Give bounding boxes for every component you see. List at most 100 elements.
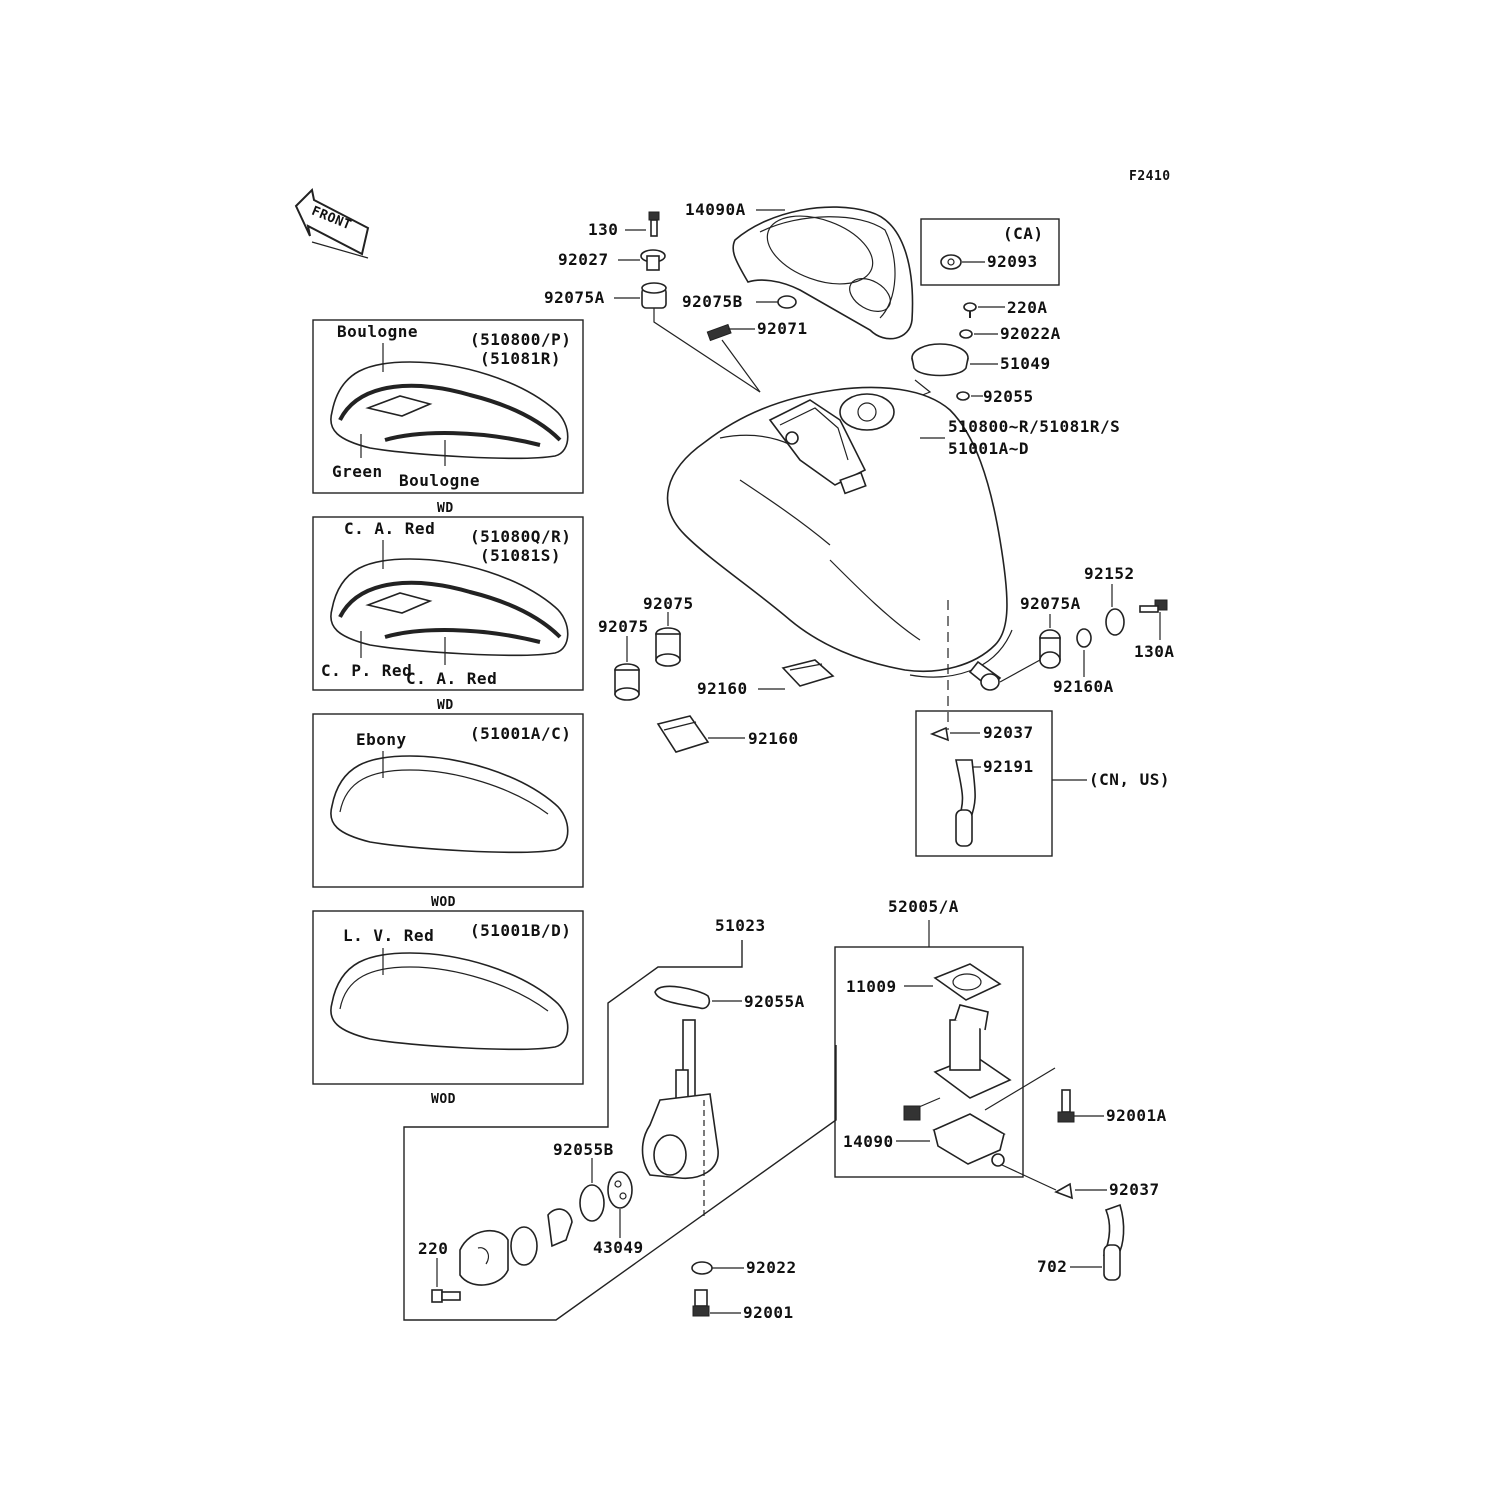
callout-11009: 11009 (846, 977, 897, 996)
seal-ring-icon (510, 1226, 538, 1266)
variant-2-codes-1: (51080Q/R) (470, 527, 571, 546)
cn-us-region-note: (CN, US) (1089, 770, 1170, 789)
callout-92093: 92093 (987, 252, 1038, 271)
variant-1-top-color: Boulogne (337, 322, 418, 341)
callout-92160-b: 92160 (748, 729, 799, 748)
gasket-92055A-icon (654, 985, 711, 1010)
callout-92075A-top: 92075A (544, 288, 605, 307)
callout-92001A: 92001A (1106, 1106, 1167, 1125)
callout-92037-top: 92037 (983, 723, 1034, 742)
screw-220-icon (431, 1289, 461, 1303)
pad-92160-a-icon (781, 659, 835, 687)
callout-702: 702 (1037, 1257, 1067, 1276)
washer-92022A-icon (959, 329, 973, 339)
variant-4-top-color: L. V. Red (343, 926, 434, 945)
callout-43049: 43049 (593, 1238, 644, 1257)
variant-panel-4: (51001B/D) L. V. Red (312, 910, 584, 1085)
bolt-130-icon (648, 211, 660, 237)
callout-220A: 220A (1007, 298, 1048, 317)
callout-tank-code-1: 510800~R/51081R/S (948, 417, 1120, 436)
callout-92075-a: 92075 (598, 617, 649, 636)
callout-92075B: 92075B (682, 292, 743, 311)
tank-cover-14090A-icon (732, 206, 914, 340)
variant-3-top-color: Ebony (356, 730, 407, 749)
callout-92055: 92055 (983, 387, 1034, 406)
bolt-130A-icon (1139, 599, 1168, 613)
variant-4-type: WOD (431, 1092, 456, 1107)
clip-92037-bottom-icon (1054, 1182, 1073, 1200)
callout-92191: 92191 (983, 757, 1034, 776)
variant-2-type: WD (437, 698, 454, 713)
fuel-tank-icon (666, 386, 1013, 730)
variant-2-top-color: C. A. Red (344, 519, 435, 538)
ca-region-box (920, 218, 1060, 286)
pump-body-icon (903, 1004, 1012, 1121)
variant-2-bottom-color: C. A. Red (406, 669, 497, 688)
callout-92075-b: 92075 (643, 594, 694, 613)
collar-92160A-icon (1076, 628, 1092, 648)
hose-92191-icon (955, 759, 976, 847)
oring-92055B-icon (579, 1184, 605, 1222)
callout-51049: 51049 (1000, 354, 1051, 373)
callout-tank-code-2: 51001A~D (948, 439, 1029, 458)
washer-92022-icon (691, 1261, 713, 1275)
gasket-11009-icon (933, 963, 1002, 1001)
variant-3-codes-1: (51001A/C) (470, 724, 571, 743)
callout-92055B: 92055B (553, 1140, 614, 1159)
callout-92022A: 92022A (1000, 324, 1061, 343)
callout-51023: 51023 (715, 916, 766, 935)
cn-us-region-box (915, 710, 1053, 857)
fuel-cock-body-icon (641, 1019, 719, 1220)
damper-92075-b-icon (655, 627, 681, 667)
variant-2-left-color: C. P. Red (321, 661, 412, 680)
bolt-92001A-icon (1057, 1089, 1075, 1123)
ca-region-note: (CA) (1003, 224, 1044, 243)
callout-92160-a: 92160 (697, 679, 748, 698)
callout-92037-bottom: 92037 (1109, 1180, 1160, 1199)
callout-130A: 130A (1134, 642, 1175, 661)
nut-92093-icon (940, 254, 962, 270)
callout-92152: 92152 (1084, 564, 1135, 583)
variant-1-codes-1: (510800/P) (470, 330, 571, 349)
variant-1-bottom-color: Boulogne (399, 471, 480, 490)
callout-92071: 92071 (757, 319, 808, 338)
washer-92152-icon (1105, 608, 1125, 636)
fuel-cock-box (403, 940, 837, 1321)
collar-92027-icon (640, 249, 666, 271)
front-arrow-icon: FRONT (294, 187, 370, 259)
variant-1-type: WD (437, 501, 454, 516)
cover-14090-icon (932, 1113, 1006, 1167)
callout-130: 130 (588, 220, 618, 239)
callout-92027: 92027 (558, 250, 609, 269)
variant-panel-3: (51001A/C) Ebony (312, 713, 584, 888)
pad-92160-b-icon (656, 715, 710, 753)
figure-code: F2410 (1129, 169, 1171, 184)
clip-92071-icon (706, 323, 732, 342)
lever-icon (547, 1208, 573, 1248)
callout-220: 220 (418, 1239, 448, 1258)
callout-92001: 92001 (743, 1303, 794, 1322)
cover-plate-icon (459, 1229, 509, 1286)
damper-92075A-right-icon (1039, 629, 1061, 669)
clip-92037-top-icon (929, 726, 950, 742)
callout-14090A: 14090A (685, 200, 746, 219)
variant-1-codes-2: (51081R) (480, 349, 561, 368)
variant-2-codes-2: (51081S) (480, 546, 561, 565)
variant-panel-2: (51080Q/R) (51081S) C. A. Red C. P. Red … (312, 516, 584, 691)
callout-92055A: 92055A (744, 992, 805, 1011)
variant-3-type: WOD (431, 895, 456, 910)
variant-1-left-color: Green (332, 462, 383, 481)
variant-4-codes-1: (51001B/D) (470, 921, 571, 940)
pump-assembly-box (834, 946, 1024, 1178)
damper-92075-a-icon (614, 663, 640, 701)
washer-92075B-icon (777, 295, 797, 309)
hose-702-icon (1102, 1203, 1125, 1281)
bolt-92001-icon (692, 1289, 710, 1317)
callout-52005A: 52005/A (888, 897, 959, 916)
callout-14090: 14090 (843, 1132, 894, 1151)
damper-92075A-top-icon (641, 282, 667, 309)
variant-panel-1: (510800/P) (51081R) Boulogne Green Boulo… (312, 319, 584, 494)
callout-92075A-right: 92075A (1020, 594, 1081, 613)
gasket-43049-icon (607, 1171, 633, 1209)
